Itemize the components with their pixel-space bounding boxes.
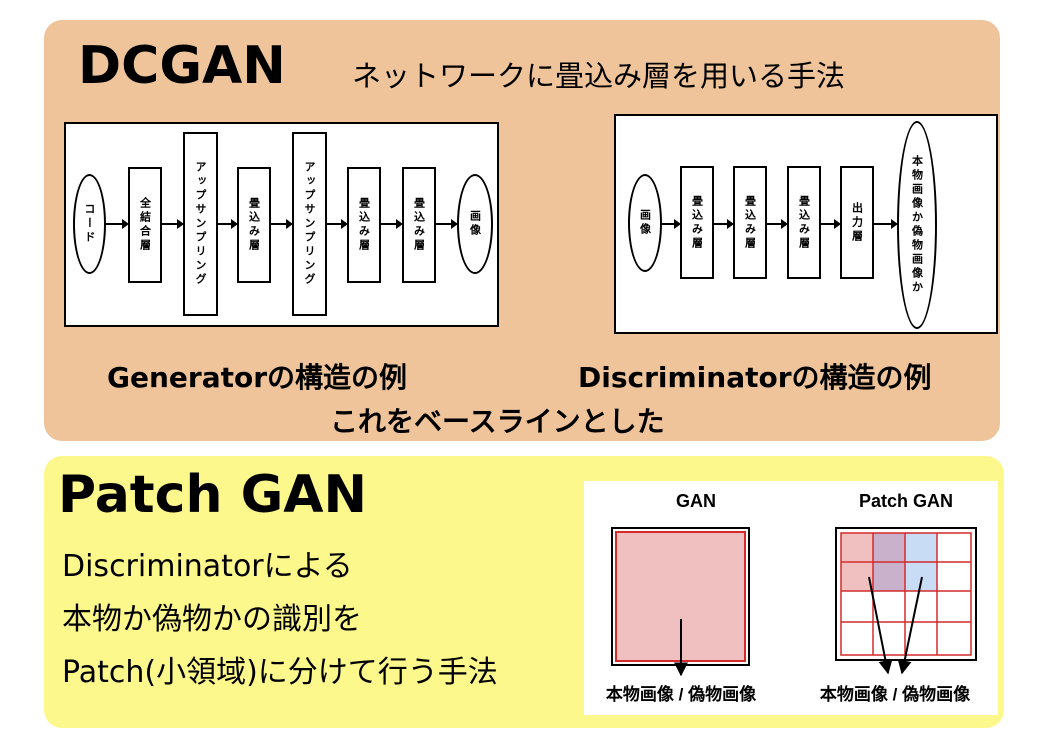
generator-arrow xyxy=(106,219,129,229)
dcgan-title: DCGAN xyxy=(78,36,286,96)
discriminator-node-conv-2: 畳込み層 xyxy=(733,166,767,279)
generator-caption: Generatorの構造の例 xyxy=(107,361,408,394)
generator-node-conv-2: 畳込み層 xyxy=(347,167,381,283)
patch-gan-label: Patch GAN xyxy=(859,491,953,511)
generator-node-conv-3: 畳込み層 xyxy=(402,167,436,283)
discriminator-arrow xyxy=(874,219,898,229)
generator-arrow xyxy=(436,219,458,229)
generator-node-conv-1: 畳込み層 xyxy=(237,167,271,283)
generator-arrow xyxy=(218,219,238,229)
patch-cell-overlap xyxy=(873,533,905,562)
patch-cell-overlap xyxy=(873,562,905,591)
generator-node-upsample-2: アップサンプリング xyxy=(292,132,327,316)
generator-node-image: 画像 xyxy=(457,174,493,274)
discriminator-node-output: 出力層 xyxy=(840,166,874,279)
patch-output-arrow-left xyxy=(868,576,893,675)
patchgan-description-line: Patch(小領域)に分けて行う手法 xyxy=(62,655,498,690)
patchgan-figure: GAN Patch GAN 本物画像 / 偽物画像 本物画像 / 偽物画像 xyxy=(584,481,998,715)
discriminator-arrow xyxy=(821,219,841,229)
patch-cell-red xyxy=(841,562,873,591)
discriminator-arrow xyxy=(662,219,681,229)
discriminator-node-result: 本物画像か偽物画像か xyxy=(897,121,937,329)
generator-arrow xyxy=(271,219,293,229)
patch-cell-blue xyxy=(905,533,937,562)
generator-node-fc: 全結合層 xyxy=(128,167,162,283)
generator-node-code: コード xyxy=(73,174,106,274)
generator-arrow xyxy=(162,219,184,229)
gan-label: GAN xyxy=(676,491,716,511)
patchgan-title: Patch GAN xyxy=(58,465,368,525)
patch-output-label: 本物画像 / 偽物画像 xyxy=(820,684,971,704)
discriminator-arrow xyxy=(714,219,734,229)
generator-arrow xyxy=(327,219,348,229)
patchgan-description-line: Discriminatorによる xyxy=(62,549,353,584)
generator-node-upsample-1: アップサンプリング xyxy=(183,132,218,316)
discriminator-caption: Discriminatorの構造の例 xyxy=(578,361,932,394)
patch-cell-red xyxy=(841,533,873,562)
patch-output-arrow-right xyxy=(897,576,923,675)
discriminator-arrow xyxy=(767,219,788,229)
discriminator-node-image: 画像 xyxy=(628,174,662,272)
patchgan-description-line: 本物か偽物かの識別を xyxy=(62,602,362,637)
baseline-caption: これをベースラインとした xyxy=(330,405,665,438)
generator-arrow xyxy=(381,219,403,229)
discriminator-node-conv-3: 畳込み層 xyxy=(787,166,821,279)
dcgan-subtitle: ネットワークに畳込み層を用いる手法 xyxy=(352,59,846,93)
gan-output-label: 本物画像 / 偽物画像 xyxy=(606,684,757,704)
discriminator-node-conv-1: 畳込み層 xyxy=(680,166,714,279)
